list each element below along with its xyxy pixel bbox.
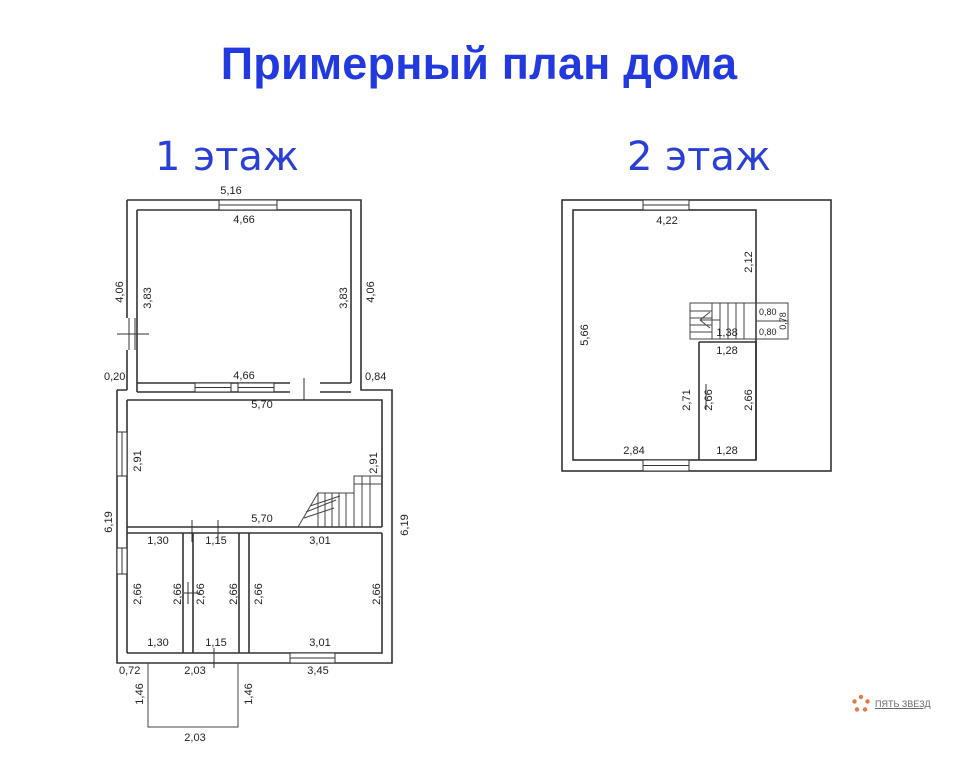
door <box>184 520 219 668</box>
dim-label: 2,66 <box>743 389 755 410</box>
dim-label: 3,01 <box>309 535 330 547</box>
dim-label: 4,06 <box>365 281 377 302</box>
dim-label: 2,03 <box>184 732 205 744</box>
dim-label: 2,71 <box>681 389 693 410</box>
floor-1-dimensions: 5,16 4,66 4,06 3,83 3,83 4,06 0,20 4,66 … <box>103 185 411 744</box>
dim-label: 1,30 <box>147 535 168 547</box>
dim-label: 4,66 <box>233 370 254 382</box>
window <box>642 459 690 472</box>
dim-label: 2,66 <box>228 583 240 604</box>
dim-label: 6,19 <box>399 514 411 535</box>
dim-label: 4,22 <box>656 215 677 227</box>
dim-label: 2,66 <box>253 583 265 604</box>
floor-2-label: 2 этаж <box>627 134 771 180</box>
dim-label: 2,66 <box>172 583 184 604</box>
dim-label: 1,15 <box>205 535 226 547</box>
door <box>290 378 320 400</box>
dim-label: 0,72 <box>119 665 140 677</box>
page-title: Примерный план дома <box>220 38 738 89</box>
dim-label: 2,66 <box>195 583 207 604</box>
hall-bottom-wall <box>127 526 382 534</box>
dim-label: 1,28 <box>716 345 737 357</box>
dim-label: 0,80 <box>759 327 777 337</box>
dim-label: 3,45 <box>307 665 328 677</box>
dim-label: 0,84 <box>365 371 386 383</box>
dim-label: 4,06 <box>114 281 126 302</box>
room-1-outer-wall <box>126 199 362 390</box>
dim-label: 0,78 <box>778 312 788 330</box>
floor-2-outer-wall <box>561 199 832 472</box>
window <box>117 318 149 350</box>
dim-label: 2,03 <box>184 665 205 677</box>
staircase <box>297 475 382 528</box>
dim-label: 3,83 <box>338 287 350 308</box>
room-1-inner-wall <box>136 209 352 383</box>
logo-text: ПЯТЬ ЗВЕЗД <box>875 699 931 709</box>
window <box>218 199 278 211</box>
window <box>289 652 336 664</box>
dim-label: 2,66 <box>371 583 383 604</box>
dim-label: 1,28 <box>716 445 737 457</box>
porch-outline <box>147 663 239 728</box>
window <box>116 431 128 477</box>
dim-label: 2,91 <box>368 452 380 473</box>
partition-wall <box>698 341 757 460</box>
floor-1-label: 1 этаж <box>155 134 299 180</box>
staircase <box>689 302 789 340</box>
dim-label: 2,66 <box>132 583 144 604</box>
dim-label: 5,16 <box>220 185 241 197</box>
brand-logo[interactable]: ПЯТЬ ЗВЕЗД <box>851 694 931 714</box>
dim-label: 0,20 <box>104 371 125 383</box>
dim-label: 0,80 <box>759 307 777 317</box>
hall-outer-wall <box>116 383 393 664</box>
dim-label: 5,70 <box>251 399 272 411</box>
dim-label: 1,46 <box>243 683 255 704</box>
floor-2-dimensions: 4,22 2,12 5,66 0,80 0,80 0,78 1,38 1,28 … <box>579 215 788 457</box>
floor-1-plan <box>116 199 393 728</box>
dim-label: 5,70 <box>251 513 272 525</box>
window <box>642 199 690 211</box>
dim-label: 2,91 <box>132 450 144 471</box>
dim-label: 2,84 <box>623 445 644 457</box>
dim-label: 3,01 <box>309 637 330 649</box>
dim-label: 1,46 <box>134 683 146 704</box>
window <box>116 547 128 575</box>
floor-2-plan <box>561 199 832 472</box>
dim-label: 1,38 <box>716 327 737 339</box>
dim-label: 1,30 <box>147 637 168 649</box>
dim-label: 2,66 <box>703 389 715 410</box>
dim-label: 1,15 <box>205 637 226 649</box>
window <box>194 382 275 393</box>
dim-label: 6,19 <box>103 511 115 532</box>
dim-label: 5,66 <box>579 324 591 345</box>
dim-label: 2,12 <box>743 251 755 272</box>
star-logo-icon <box>852 694 870 712</box>
dim-label: 4,66 <box>233 214 254 226</box>
dim-label: 3,83 <box>142 287 154 308</box>
